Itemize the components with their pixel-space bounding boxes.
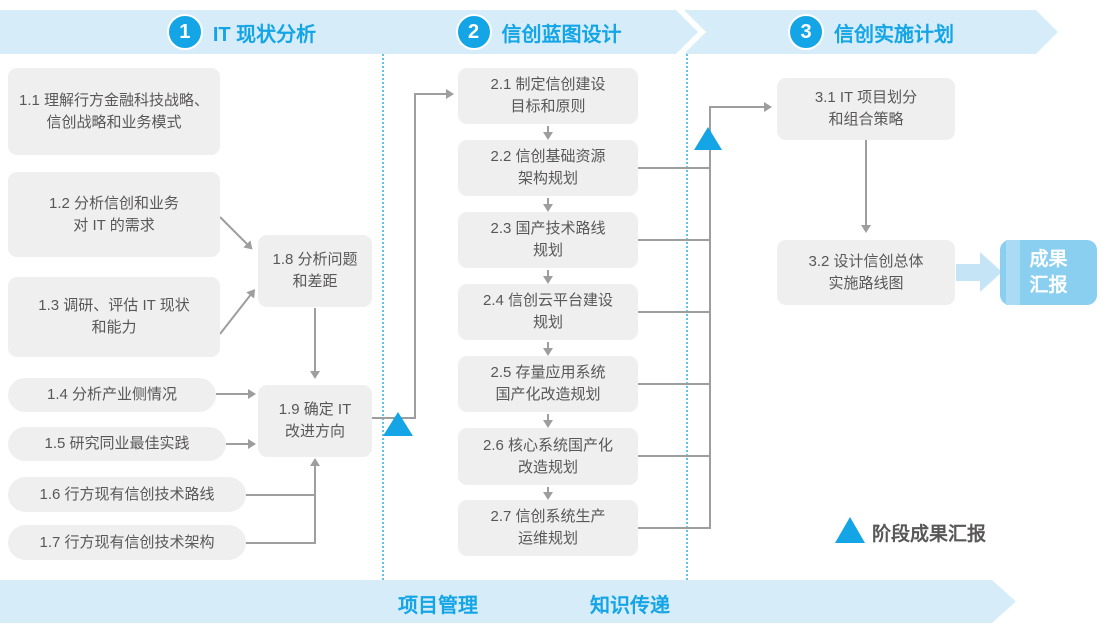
connector-3-1-to-3-2	[865, 140, 867, 226]
connector-phase1-riser	[414, 94, 416, 419]
node-3-1: 3.1 IT 项目划分 和组合策略	[777, 78, 955, 140]
node-2-4: 2.4 信创云平台建设 规划	[458, 284, 638, 340]
connector-2-6-merge	[638, 455, 711, 457]
connector-2-3-to-2-4	[547, 270, 549, 277]
arrowhead-2-1	[446, 89, 454, 99]
connector-1-8-to-1-9	[314, 308, 316, 372]
phase-number-badge-1: 1	[167, 14, 203, 50]
connector-1-4-to-1-9	[216, 393, 248, 395]
milestone-triangle-phase1	[383, 412, 413, 436]
connector-2-2-to-2-3	[547, 198, 549, 205]
connector-1-3-to-1-8	[219, 286, 260, 335]
arrowhead-up-1-9	[310, 458, 320, 466]
arrowhead-2-6	[543, 420, 553, 428]
node-2-7: 2.7 信创系统生产 运维规划	[458, 500, 638, 556]
connector-1-6-branch	[245, 494, 315, 496]
phase-number-badge-3: 3	[788, 14, 824, 50]
node-2-3: 2.3 国产技术路线 规划	[458, 212, 638, 268]
connector-phase2-riser	[709, 107, 711, 528]
connector-2-4-to-2-5	[547, 342, 549, 349]
phase-banner-3: 3 信创实施计划	[684, 10, 1058, 54]
node-1-9: 1.9 确定 IT 改进方向	[258, 385, 372, 457]
milestone-triangle-phase2	[694, 127, 722, 150]
phase-divider-2-3	[686, 54, 688, 580]
node-1-8: 1.8 分析问题 和差距	[258, 235, 372, 307]
arrowhead-down-1-9	[310, 371, 320, 379]
node-1-6: 1.6 行方现有信创技术路线	[8, 477, 246, 512]
node-2-1: 2.1 制定信创建设 目标和原则	[458, 68, 638, 124]
footer-label-project-management: 项目管理	[398, 595, 478, 617]
arrowhead-3-2	[861, 225, 871, 233]
phase-title-1: IT 现状分析	[212, 23, 317, 46]
phase-title-2: 信创蓝图设计	[501, 23, 622, 46]
phase-title-3: 信创实施计划	[834, 23, 954, 46]
legend-label: 阶段成果汇报	[872, 524, 987, 545]
node-2-5: 2.5 存量应用系统 国产化改造规划	[458, 356, 638, 412]
phase-banner-2: 2 信创蓝图设计	[379, 10, 698, 54]
node-1-7: 1.7 行方现有信创技术架构	[8, 525, 246, 560]
arrowhead-1-5	[248, 439, 256, 449]
node-1-5: 1.5 研究同业最佳实践	[8, 427, 226, 461]
result-box: 成果 汇报	[1000, 240, 1097, 305]
connector-1-6-7-to-1-9	[314, 466, 316, 544]
arrowhead-1-4	[248, 389, 256, 399]
connector-1-2-to-1-8	[219, 216, 257, 254]
node-1-4: 1.4 分析产业侧情况	[8, 378, 216, 412]
node-3-2: 3.2 设计信创总体 实施路线图	[777, 240, 955, 305]
footer-banner	[0, 580, 1016, 623]
legend-triangle-icon	[835, 517, 865, 543]
connector-2-2-merge	[638, 167, 711, 169]
connector-2-5-to-2-6	[547, 414, 549, 421]
node-1-2: 1.2 分析信创和业务 对 IT 的需求	[8, 172, 220, 257]
node-2-6: 2.6 核心系统国产化 改造规划	[458, 428, 638, 485]
connector-2-1-to-2-2	[547, 126, 549, 133]
connector-to-2-1	[414, 93, 446, 95]
arrowhead-2-2	[543, 132, 553, 140]
connector-1-7-branch	[245, 542, 315, 544]
connector-2-3-merge	[638, 239, 711, 241]
node-1-1: 1.1 理解行方金融科技战略、 信创战略和业务模式	[8, 68, 220, 155]
arrowhead-2-4	[543, 276, 553, 284]
phase-divider-1-2	[382, 54, 384, 580]
node-1-3: 1.3 调研、评估 IT 现状 和能力	[8, 277, 220, 357]
phase-number-badge-2: 2	[456, 14, 492, 50]
arrowhead	[243, 240, 257, 254]
result-arrow-shaft	[956, 264, 982, 281]
connector-2-7-merge	[638, 527, 711, 529]
arrowhead-2-5	[543, 348, 553, 356]
connector-2-4-merge	[638, 311, 711, 313]
phase-banner-1: 1 IT 现状分析	[0, 10, 438, 54]
result-box-stripe	[1006, 240, 1020, 305]
arrowhead-3-1	[764, 102, 772, 112]
arrowhead-2-3	[543, 204, 553, 212]
result-box-label: 成果 汇报	[1029, 248, 1068, 296]
connector-to-3-1	[709, 106, 764, 108]
connector-2-5-merge	[638, 383, 711, 385]
arrowhead-2-7	[543, 492, 553, 500]
result-arrow-head	[980, 252, 1002, 292]
connector-1-5-to-1-9	[226, 443, 248, 445]
footer-label-knowledge-transfer: 知识传递	[590, 595, 670, 617]
node-2-2: 2.2 信创基础资源 架构规划	[458, 140, 638, 196]
connector-2-6-to-2-7	[547, 487, 549, 493]
